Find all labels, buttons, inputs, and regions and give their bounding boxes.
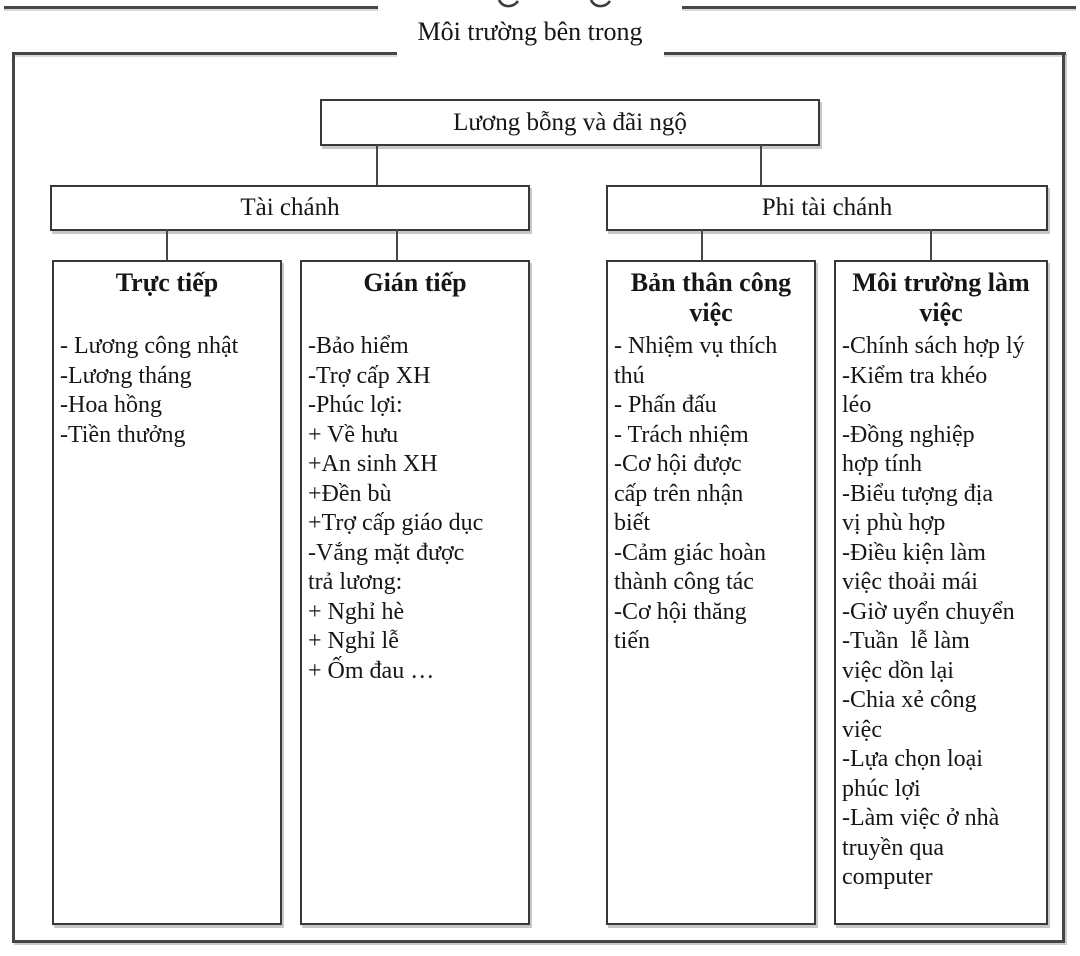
connector-tai-chanh-to-gian-tiep [396, 229, 398, 261]
external-frame-border-right [682, 6, 1076, 9]
column-box-truc-tiep: Trực tiếp - Lương công nhật -Lương tháng… [52, 260, 282, 925]
column-header-moi-truong-lam-viec: Môi trường làm việc [852, 268, 1030, 327]
root-box-label: Lương bỗng và đãi ngộ [453, 108, 687, 136]
column-items-moi-truong-lam-viec: -Chính sách hợp lý -Kiểm tra khéo léo -Đ… [842, 333, 1025, 890]
branch-box-phi-tai-chanh: Phi tài chánh [606, 185, 1048, 231]
column-box-moi-truong-lam-viec: Môi trường làm việc -Chính sách hợp lý -… [834, 260, 1048, 925]
connector-tai-chanh-to-truc-tiep [166, 229, 168, 261]
column-items-ban-than-cong-viec: - Nhiệm vụ thích thú - Phấn đấu - Trách … [614, 333, 778, 654]
branch-box-tai-chanh: Tài chánh [50, 185, 530, 231]
connector-phi-tai-chanh-to-moi-truong [930, 229, 932, 261]
branch-label-phi-tai-chanh: Phi tài chánh [761, 194, 893, 221]
internal-frame-top-border-right [664, 52, 1066, 55]
external-frame-border-left [4, 6, 378, 9]
internal-frame-top-border-left [12, 52, 397, 55]
column-header-ban-than-cong-viec: Bản thân công việc [630, 268, 792, 327]
column-header-gian-tiep: Gián tiếp [363, 268, 467, 297]
root-box: Lương bỗng và đãi ngộ [320, 99, 820, 146]
column-box-gian-tiep: Gián tiếp -Bảo hiểm -Trợ cấp XH -Phúc lợ… [300, 260, 530, 925]
column-items-truc-tiep: - Lương công nhật -Lương tháng -Hoa hồng… [60, 333, 239, 448]
internal-environment-frame [12, 52, 1065, 943]
internal-environment-label: Môi trường bên trong [417, 17, 643, 46]
connector-root-to-tai-chanh [376, 145, 378, 186]
column-header-truc-tiep: Trực tiếp [115, 268, 219, 297]
clipped-descender-fragments [497, 0, 612, 8]
column-box-ban-than-cong-viec: Bản thân công việc - Nhiệm vụ thích thú … [606, 260, 816, 925]
connector-root-to-phi-tai-chanh [760, 145, 762, 186]
branch-label-tai-chanh: Tài chánh [240, 194, 340, 221]
connector-phi-tai-chanh-to-ban-than [701, 229, 703, 261]
column-items-gian-tiep: -Bảo hiểm -Trợ cấp XH -Phúc lợi: + Về hư… [308, 333, 484, 684]
